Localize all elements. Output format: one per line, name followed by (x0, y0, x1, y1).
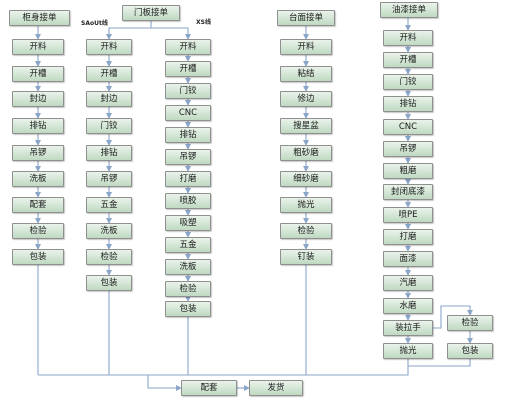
paint-step-node: 吊锣 (383, 141, 433, 157)
door-right-step-node: 开槽 (165, 61, 211, 77)
door-left-line-label: SAoUt线 (81, 20, 108, 27)
door-right-step-node: CNC (165, 105, 211, 121)
paint-step-node: 打磨 (383, 229, 433, 245)
cabinet-step-node: 开料 (12, 39, 64, 55)
paint-step-node: 装拉手 (383, 320, 433, 336)
paint-step-node: 封闭底漆 (383, 184, 433, 200)
countertop-step-node: 粘结 (280, 66, 332, 82)
paint-step-node: 面漆 (383, 251, 433, 267)
door-right-step-node: 包装 (165, 301, 211, 317)
countertop-step-node: 抛光 (280, 197, 332, 213)
door-left-step-node: 洗板 (86, 223, 132, 239)
paint-step-node: 抛光 (383, 343, 433, 359)
door-left-step-node: 开料 (86, 39, 132, 55)
cabinet-step-node: 封边 (12, 91, 64, 107)
door-left-step-node: 五金 (86, 197, 132, 213)
paint-order-node: 油漆接单 (380, 2, 438, 18)
paint-step-node: 开料 (383, 30, 433, 46)
door-right-step-node: 门铰 (165, 83, 211, 99)
cabinet-step-node: 洗板 (12, 171, 64, 187)
door-right-step-node: 洗板 (165, 259, 211, 275)
paint-step-node: 汽磨 (383, 275, 433, 291)
door-right-step-node: 五金 (165, 237, 211, 253)
countertop-step-node: 修边 (280, 91, 332, 107)
door-right-step-node: 打磨 (165, 171, 211, 187)
door-order-node: 门板接单 (122, 5, 180, 21)
door-right-line-label: XS线 (196, 19, 211, 26)
connector-line (408, 359, 471, 367)
countertop-step-node: 检验 (280, 223, 332, 239)
cabinet-order-node: 柜身接单 (9, 10, 70, 26)
door-left-step-node: 门铰 (86, 118, 132, 134)
cabinet-step-node: 排钻 (12, 118, 64, 134)
paint-side-step-node: 检验 (447, 315, 493, 331)
door-right-step-node: 检验 (165, 281, 211, 297)
final-assemble-node: 配套 (181, 380, 237, 396)
door-left-step-node: 开槽 (86, 66, 132, 82)
cabinet-step-node: 开槽 (12, 66, 64, 82)
door-left-step-node: 吊锣 (86, 171, 132, 187)
paint-step-node: 喷PE (383, 207, 433, 223)
paint-step-node: CNC (383, 119, 433, 135)
connector-line (151, 27, 191, 40)
cabinet-step-node: 检验 (12, 223, 64, 239)
door-left-step-node: 包装 (86, 275, 132, 291)
door-right-step-node: 排钻 (165, 127, 211, 143)
connector-line (433, 305, 473, 329)
paint-step-node: 排钻 (383, 96, 433, 112)
door-right-step-node: 喷胶 (165, 193, 211, 209)
countertop-step-node: 搜星盆 (280, 118, 332, 134)
door-left-step-node: 检验 (86, 249, 132, 265)
paint-step-node: 开槽 (383, 52, 433, 68)
final-ship-node: 发货 (249, 380, 303, 396)
cabinet-step-node: 配套 (12, 197, 64, 213)
countertop-order-node: 台面接单 (277, 10, 335, 26)
countertop-step-node: 钉装 (280, 249, 332, 265)
countertop-step-node: 细砂磨 (280, 171, 332, 187)
paint-step-node: 水磨 (383, 298, 433, 314)
countertop-step-node: 开料 (280, 39, 332, 55)
door-right-step-node: 吸塑 (165, 215, 211, 231)
door-left-step-node: 封边 (86, 91, 132, 107)
cabinet-step-node: 吊锣 (12, 145, 64, 161)
paint-step-node: 门铰 (383, 74, 433, 90)
door-right-step-node: 开料 (165, 39, 211, 55)
paint-step-node: 粗磨 (383, 163, 433, 179)
connector-line (306, 366, 409, 376)
countertop-step-node: 粗砂磨 (280, 145, 332, 161)
paint-side-step-node: 包装 (447, 343, 493, 359)
door-left-step-node: 排钻 (86, 145, 132, 161)
connector-line (147, 375, 182, 391)
connector-line (106, 21, 152, 40)
door-right-step-node: 吊锣 (165, 149, 211, 165)
cabinet-step-node: 包装 (12, 249, 64, 265)
